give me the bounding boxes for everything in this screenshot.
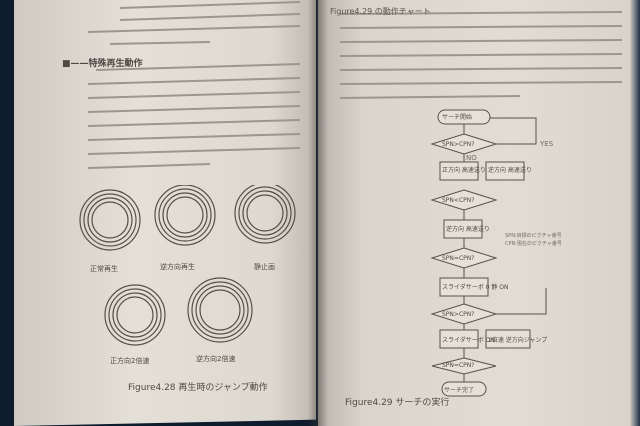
decision-2-text: SPN<CPN? xyxy=(442,197,475,204)
legend-cpn: CPN:現在のピクチャ番号 xyxy=(505,241,562,247)
node-end-text: サーチ完了 xyxy=(444,387,475,394)
yes-label: YES xyxy=(540,140,554,148)
disc-reverse xyxy=(154,185,216,246)
right-top-text xyxy=(339,11,623,99)
right-figure-caption: Figure4.29 サーチの実行 xyxy=(345,398,450,408)
label-still: 静止画 xyxy=(254,263,275,271)
process-jump-text: 1倍速 逆方向ジャンプ xyxy=(488,337,548,344)
left-body-text xyxy=(87,63,301,169)
legend-spn: SPN:目標のピクチャ番号 xyxy=(505,233,562,239)
search-flowchart xyxy=(430,109,547,397)
process-fwd-text: 正方向 高速送り xyxy=(442,167,486,174)
left-top-text xyxy=(87,1,301,45)
process-jump xyxy=(485,329,531,349)
right-heading: Figure4.29 の動作チャート xyxy=(330,7,431,16)
label-normal: 正常再生 xyxy=(90,265,118,273)
label-reverse: 逆方向再生 xyxy=(160,263,195,271)
left-figure-caption: Figure4.28 再生時のジャンプ動作 xyxy=(128,383,268,393)
no-label: NO xyxy=(466,154,477,162)
decision-5-text: SPN=CPN? xyxy=(442,362,475,369)
jump-diagram xyxy=(79,185,296,346)
disc-normal xyxy=(79,189,141,251)
label-forward-2x: 正方向2倍速 xyxy=(110,357,150,365)
process-fwd xyxy=(439,161,479,181)
node-start-text: サーチ開始 xyxy=(442,114,473,121)
disc-still xyxy=(234,185,296,244)
right-page xyxy=(318,0,638,426)
decision-4-text: SPN>CPN? xyxy=(442,311,475,318)
process-rev-2-text: 逆方向 高速送り xyxy=(446,226,490,233)
decision-1-text: SPN>CPN? xyxy=(442,141,475,148)
page-edge xyxy=(630,0,640,426)
process-rev-2 xyxy=(443,219,483,239)
process-rev-text: 逆方向 高速送り xyxy=(488,167,532,174)
disc-reverse-2x xyxy=(187,277,253,343)
process-slider-on xyxy=(439,329,479,349)
section-title: ■——特殊再生動作 xyxy=(62,59,143,69)
book-gutter xyxy=(308,0,328,426)
process-slider-on-text: スライダサーボ ON xyxy=(442,337,495,344)
process-rev xyxy=(485,161,525,181)
decision-3-text: SPN=CPN? xyxy=(442,255,475,262)
process-slider-text: スライダサーボ 0 静 ON xyxy=(442,284,509,291)
disc-forward-2x xyxy=(104,284,166,346)
label-reverse-2x: 逆方向2倍速 xyxy=(196,355,236,363)
